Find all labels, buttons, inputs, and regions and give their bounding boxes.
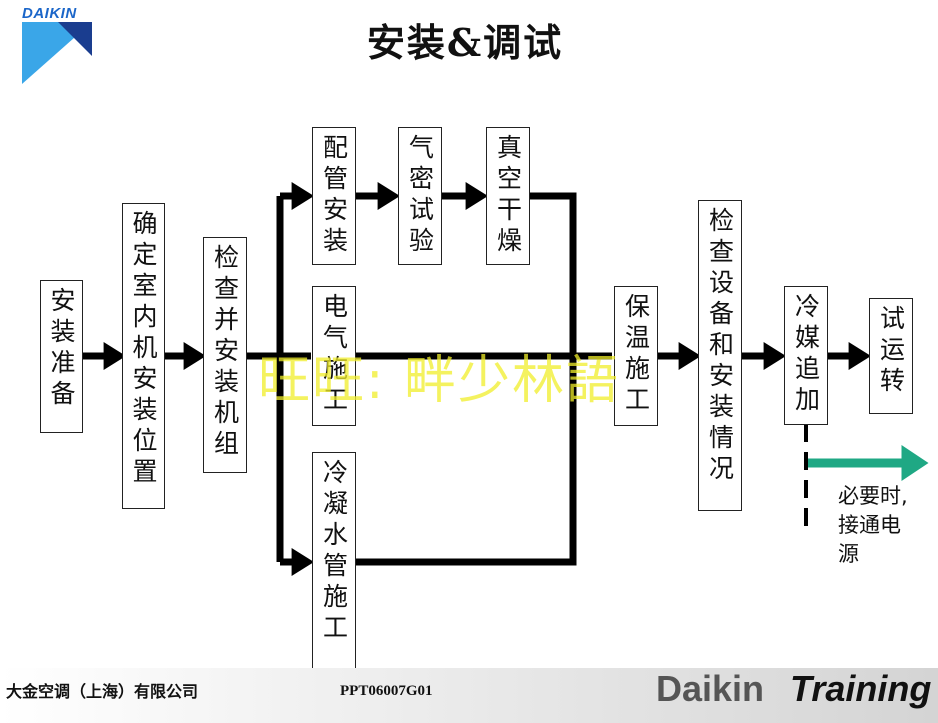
step-airtight: 气密试验 (398, 127, 442, 265)
step-piping-label: 配管安装 (319, 134, 349, 258)
step-check: 检查设备和安装情况 (698, 200, 742, 511)
step-position-label: 确定室内机安装位置 (129, 210, 158, 489)
step-vacuum: 真空干燥 (486, 127, 530, 265)
step-insulation-label: 保温施工 (621, 293, 651, 417)
step-position: 确定室内机安装位置 (122, 203, 165, 509)
step-refrigerant-label: 冷媒追加 (791, 293, 821, 417)
document-code: PPT06007G01 (340, 683, 433, 699)
logo-text: DAIKIN (22, 5, 77, 22)
daikin-logo-icon (22, 22, 92, 84)
step-drain-label: 冷凝水管施工 (319, 459, 349, 645)
step-inspect-unit-label: 检查并安装机组 (210, 244, 240, 461)
line-vacuum-to-merge (530, 192, 577, 356)
footer-bar: 大金空调（上海）有限公司 PPT06007G01 Daikin Training (0, 668, 938, 723)
line-drain-to-merge (356, 356, 577, 566)
step-vacuum-label: 真空干燥 (493, 134, 523, 258)
step-piping: 配管安装 (312, 127, 356, 265)
step-airtight-label: 气密试验 (405, 134, 435, 258)
footer-brand: Daikin (656, 668, 765, 709)
company-name: 大金空调（上海）有限公司 (6, 682, 199, 701)
step-test-run-label: 试运转 (876, 305, 906, 398)
step-insulation: 保温施工 (614, 286, 658, 426)
step-check-label: 检查设备和安装情况 (705, 207, 735, 486)
power-note: 必要时, 接通电 源 (838, 484, 908, 566)
watermark-text: 旺旺: 畔少林語 (258, 351, 621, 411)
step-inspect-unit: 检查并安装机组 (203, 237, 247, 473)
step-drain: 冷凝水管施工 (312, 452, 356, 670)
step-electrical: 电气施工 (312, 286, 356, 426)
step-refrigerant: 冷媒追加 (784, 286, 828, 425)
step-prepare: 安装准备 (40, 280, 83, 433)
step-test-run: 试运转 (869, 298, 913, 414)
step-electrical-label: 电气施工 (319, 293, 349, 417)
footer-training: Training (790, 668, 932, 709)
page-title: 安装&调试 (366, 20, 564, 65)
step-prepare-label: 安装准备 (47, 287, 76, 411)
